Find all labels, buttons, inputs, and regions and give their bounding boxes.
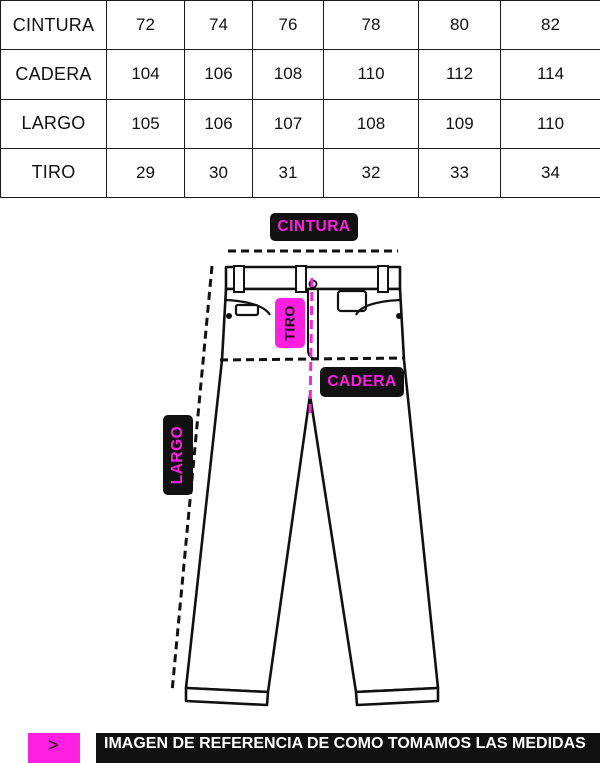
footer-banner: IMAGEN DE REFERENCIA DE COMO TOMAMOS LAS… (96, 733, 600, 763)
largo-label: LARGO (163, 415, 193, 495)
cintura-label: CINTURA (270, 213, 358, 241)
cadera-measure-line (220, 358, 405, 360)
cadera-label: CADERA (320, 367, 404, 397)
arrow-badge: > (28, 733, 80, 763)
chevron-right-icon: > (48, 735, 59, 756)
tiro-label: TIRO (275, 298, 305, 348)
pants-outline (186, 267, 438, 705)
